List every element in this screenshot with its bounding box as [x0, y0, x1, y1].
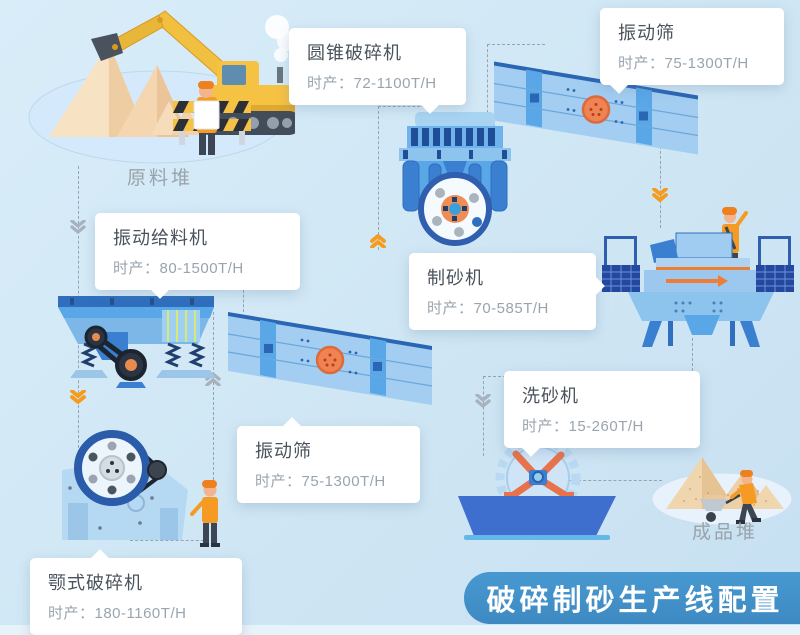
flow-arrow-down-icon	[70, 220, 86, 234]
machine-name: 圆锥破碎机	[307, 43, 402, 63]
vibrating-screen-mid-illustration	[222, 300, 442, 415]
drive-wheel	[418, 172, 492, 246]
worker-icon	[193, 81, 220, 155]
machine-name: 振动筛	[255, 441, 312, 461]
label-jaw-crusher: 颚式破碎机 时产：180-1160T/H	[30, 549, 242, 635]
callout-pointer	[282, 417, 302, 437]
wheelbarrow-icon	[700, 493, 741, 522]
label-cone-crusher: 圆锥破碎机 时产：72-1100T/H	[289, 28, 466, 114]
belt-drive	[84, 325, 147, 388]
vibration-motor	[315, 345, 345, 375]
raw-material-pile-illustration	[25, 5, 303, 175]
vibration-motor	[581, 95, 611, 124]
bottom-strip	[0, 625, 800, 635]
vibrating-screen-top-illustration	[488, 42, 708, 172]
diagram-title: 破碎制砂生产线配置	[486, 585, 784, 617]
connector-sandmaker-to-washer-v	[483, 376, 484, 456]
connector-screen-to-cone	[378, 106, 379, 250]
flywheel	[74, 430, 167, 506]
machine-throughput: 时产：80-1500T/H	[113, 260, 244, 277]
cone-crusher-illustration	[385, 106, 525, 253]
machine-throughput: 时产：75-1300T/H	[618, 55, 749, 72]
machine-name: 振动筛	[618, 23, 675, 43]
machine-throughput: 时产：72-1100T/H	[307, 75, 437, 92]
machine-name: 颚式破碎机	[48, 573, 143, 593]
connector-washer-to-pile	[568, 480, 662, 481]
finished-pile-illustration	[650, 437, 800, 534]
worker-icon	[730, 470, 761, 524]
flow-arrow-up-icon	[370, 234, 386, 248]
left-railing	[602, 236, 640, 292]
flow-arrow-down-icon	[475, 394, 491, 408]
finished-pile-caption: 成品堆	[691, 522, 758, 543]
machine-name: 洗砂机	[522, 386, 579, 406]
flow-arrow-down-icon	[70, 390, 86, 404]
machine-throughput: 时产：15-260T/H	[522, 418, 644, 435]
raw-pile-caption: 原料堆	[126, 168, 193, 189]
connector-sandmaker-down	[692, 338, 693, 376]
machine-throughput: 时产：180-1160T/H	[48, 605, 187, 622]
connector-cone-top	[378, 106, 430, 107]
jaw-crusher-illustration	[40, 428, 245, 565]
worker-icon	[190, 480, 220, 547]
vibrating-feeder-illustration	[50, 290, 230, 420]
sand-washer-illustration	[448, 435, 633, 549]
sand-maker-illustration	[598, 203, 798, 356]
label-sand-washer: 洗砂机 时产：15-260T/H	[504, 371, 700, 457]
right-railing	[756, 236, 794, 292]
label-sand-maker: 制砂机 时产：70-585T/H	[409, 253, 605, 330]
connector-jaw-to-screen	[213, 312, 214, 540]
bucket-wheel	[495, 435, 581, 521]
connector-topscreen-top	[487, 44, 545, 45]
label-vibrating-screen-top: 振动筛 时产：75-1300T/H	[600, 8, 784, 94]
connector-jaw-bottom	[130, 540, 214, 541]
machine-throughput: 时产：70-585T/H	[427, 300, 549, 317]
flow-arrow-down-icon	[652, 188, 668, 202]
connector-topscreen-to-sandmaker	[660, 146, 661, 228]
machine-name: 振动给料机	[113, 228, 208, 248]
excavator-icon	[91, 10, 303, 135]
machine-throughput: 时产：75-1300T/H	[255, 473, 386, 490]
label-vibrating-screen-mid: 振动筛 时产：75-1300T/H	[237, 417, 420, 503]
label-vibrating-feeder: 振动给料机 时产：80-1500T/H	[95, 213, 300, 299]
machine-name: 制砂机	[427, 268, 484, 288]
title-banner: 破碎制砂生产线配置	[464, 572, 800, 624]
